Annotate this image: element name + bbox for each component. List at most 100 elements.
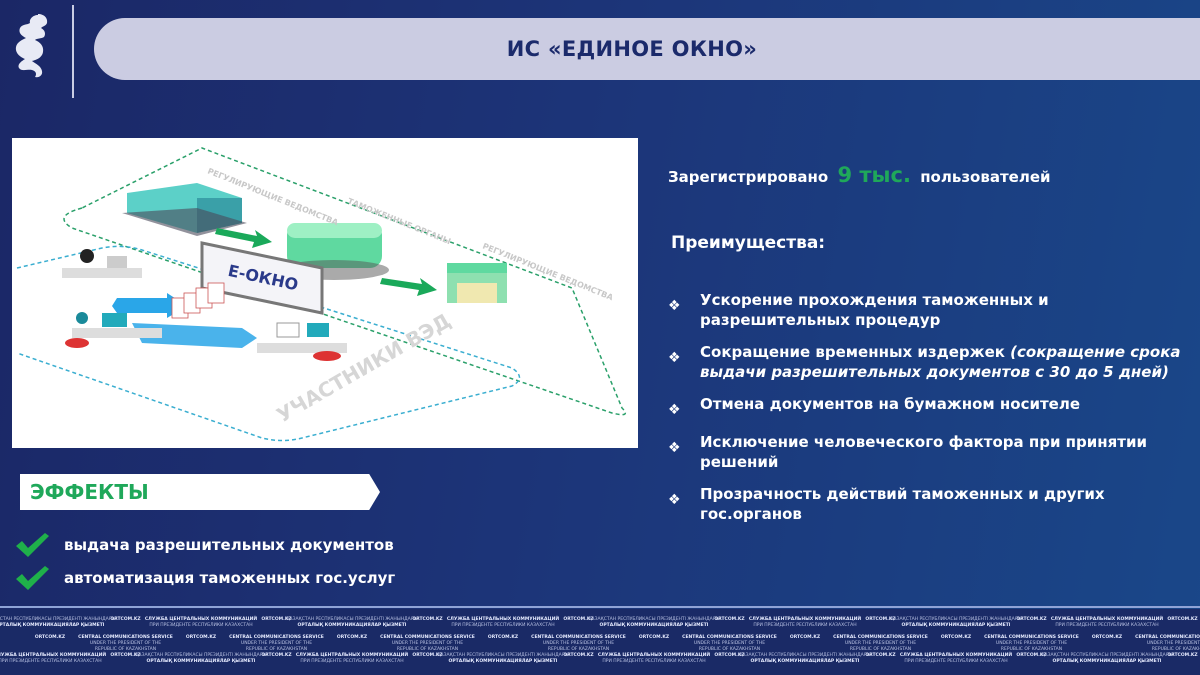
footer-text-site: ORTCOM.KZ	[412, 617, 442, 623]
footer-line: CENTRAL COMMUNICATIONS SERVICE	[833, 635, 928, 640]
participant-desk-1	[62, 249, 142, 278]
list-item: ❖Прозрачность действий таможенных и друг…	[668, 484, 1188, 524]
footer-line: ПРИ ПРЕЗИДЕНТЕ РЕСПУБЛИКИ КАЗАХСТАН	[753, 623, 857, 628]
footer-text-site: ORTCOM.KZ	[865, 617, 895, 623]
participant-desk-2	[65, 312, 162, 348]
footer-line: UNDER THE PRESIDENT OF THE	[89, 641, 162, 646]
building-regulator-2	[447, 263, 507, 303]
stat-suffix: пользователей	[920, 168, 1051, 186]
footer-line: ҚАЗАҚСТАН РЕСПУБЛИКАСЫ ПРЕЗИДЕНТІ ЖАНЫНД…	[135, 653, 267, 658]
footer-line: СЛУЖБА ЦЕНТРАЛЬНЫХ КОММУНИКАЦИЙ	[144, 617, 258, 622]
footer-line: REPUBLIC OF KAZAKHSTAN	[396, 647, 459, 652]
effects-title: ЭФФЕКТЫ	[30, 480, 149, 504]
footer-text-site: ORTCOM.KZ	[1092, 635, 1122, 641]
footer-line: ORTCOM.KZ	[110, 617, 141, 622]
footer-line: ORTCOM.KZ	[261, 653, 292, 658]
footer-line: ORTCOM.KZ	[34, 635, 66, 640]
stat-value: 9 тыс.	[837, 163, 911, 187]
footer-line: ORTCOM.KZ	[714, 617, 745, 622]
footer-line: СЛУЖБА ЦЕНТРАЛЬНЫХ КОММУНИКАЦИЙ	[597, 653, 711, 658]
footer-line: CENTRAL COMMUNICATIONS SERVICE	[682, 635, 777, 640]
footer-line: UNDER THE PRESIDENT OF THE	[693, 641, 766, 646]
item-text: Ускорение прохождения таможенных и разре…	[700, 291, 1049, 329]
footer-line: REPUBLIC OF KAZAKHSTAN	[1151, 647, 1200, 652]
footer-line: UNDER THE PRESIDENT OF THE	[240, 641, 313, 646]
footer-line: ORTCOM.KZ	[563, 653, 594, 658]
footer-text-site: ORTCOM.KZ	[714, 617, 744, 623]
footer-line: CENTRAL COMMUNICATIONS SERVICE	[531, 635, 626, 640]
footer-text-site: ORTCOM.KZ	[1167, 653, 1197, 659]
item-text: Отмена документов на бумажном носителе	[700, 395, 1080, 413]
diamond-bullet-icon: ❖	[668, 402, 681, 418]
stat-prefix: Зарегистрировано	[668, 168, 829, 186]
footer-text-site: ORTCOM.KZ	[865, 653, 895, 659]
footer-divider	[0, 606, 1200, 608]
footer-text-site: ORTCOM.KZ	[790, 635, 820, 641]
footer-line: ПРИ ПРЕЗИДЕНТЕ РЕСПУБЛИКИ КАЗАХСТАН	[904, 659, 1008, 664]
checkmark-icon	[16, 533, 49, 557]
footer-line: CENTRAL COMMUNICATIONS SERVICE	[78, 635, 173, 640]
title-bar: ИС «ЕДИНОЕ ОКНО»	[94, 18, 1200, 80]
footer-line: ORTCOM.KZ	[110, 653, 141, 658]
footer-line: ПРИ ПРЕЗИДЕНТЕ РЕСПУБЛИКИ КАЗАХСТАН	[0, 659, 102, 664]
footer-line: ORTCOM.KZ	[940, 635, 972, 640]
footer-line: ПРИ ПРЕЗИДЕНТЕ РЕСПУБЛИКИ КАЗАХСТАН	[149, 623, 253, 628]
footer-line: ORTCOM.KZ	[1167, 617, 1198, 622]
footer-line: ORTCOM.KZ	[865, 617, 896, 622]
footer-text-site: ORTCOM.KZ	[941, 635, 971, 641]
footer-line: ORTCOM.KZ	[638, 635, 670, 640]
footer-line: ORTCOM.KZ	[789, 635, 821, 640]
footer-text-site: ORTCOM.KZ	[35, 635, 65, 641]
footer-line: СЛУЖБА ЦЕНТРАЛЬНЫХ КОММУНИКАЦИЙ	[0, 653, 107, 658]
item-text-italic: (сокращение срока выдачи разрешительных …	[700, 343, 1181, 381]
building-regulator-1	[122, 183, 247, 236]
footer-text-kz: ҚАЗАҚСТАН РЕСПУБЛИКАСЫ ПРЕЗИДЕНТІ ЖАНЫНД…	[0, 617, 116, 629]
footer-line: ОРТАЛЫҚ КОММУНИКАЦИЯЛАР ҚЫЗМЕТІ	[750, 659, 860, 664]
footer-line: ОРТАЛЫҚ КОММУНИКАЦИЯЛАР ҚЫЗМЕТІ	[297, 623, 407, 628]
footer-line: ҚАЗАҚСТАН РЕСПУБЛИКАСЫ ПРЕЗИДЕНТІ ЖАНЫНД…	[286, 617, 418, 622]
footer-line: UNDER THE PRESIDENT OF THE	[844, 641, 917, 646]
footer-line: REPUBLIC OF KAZAKHSTAN	[245, 647, 308, 652]
footer-line: ҚАЗАҚСТАН РЕСПУБЛИКАСЫ ПРЕЗИДЕНТІ ЖАНЫНД…	[437, 653, 569, 658]
footer-text-site: ORTCOM.KZ	[110, 617, 140, 623]
footer-line: ОРТАЛЫҚ КОММУНИКАЦИЯЛАР ҚЫЗМЕТІ	[1052, 659, 1162, 664]
footer-line: UNDER THE PRESIDENT OF THE	[995, 641, 1068, 646]
footer-line: ҚАЗАҚСТАН РЕСПУБЛИКАСЫ ПРЕЗИДЕНТІ ЖАНЫНД…	[890, 617, 1022, 622]
footer-line: ORTCOM.KZ	[1016, 653, 1047, 658]
item-text: Исключение человеческого фактора при при…	[700, 433, 1147, 471]
effect-text: выдача разрешительных документов	[64, 536, 394, 554]
advantages-list: ❖ Ускорение прохождения таможенных и разр…	[668, 290, 1188, 536]
exchange-arrows-icon	[112, 293, 187, 318]
footer-text-kz: ҚАЗАҚСТАН РЕСПУБЛИКАСЫ ПРЕЗИДЕНТІ ЖАНЫНД…	[135, 653, 266, 665]
footer-line: REPUBLIC OF KAZAKHSTAN	[94, 647, 157, 652]
footer-text-site: ORTCOM.KZ	[563, 617, 593, 623]
footer-line: REPUBLIC OF KAZAKHSTAN	[1000, 647, 1063, 652]
item-text-main: Сокращение временных издержек	[700, 343, 1011, 361]
footer-line: ҚАЗАҚСТАН РЕСПУБЛИКАСЫ ПРЕЗИДЕНТІ ЖАНЫНД…	[588, 617, 720, 622]
arrow-icon	[380, 278, 437, 296]
footer-text-kz: ҚАЗАҚСТАН РЕСПУБЛИКАСЫ ПРЕЗИДЕНТІ ЖАНЫНД…	[437, 653, 568, 665]
footer-text-site: ORTCOM.KZ	[186, 635, 216, 641]
footer-text-kz: ҚАЗАҚСТАН РЕСПУБЛИКАСЫ ПРЕЗИДЕНТІ ЖАНЫНД…	[588, 617, 719, 629]
documents-icon	[171, 282, 225, 319]
registered-users: Зарегистрировано 9 тыс. пользователей	[668, 163, 1051, 187]
footer-line: CENTRAL COMMUNICATIONS SERVICE	[380, 635, 475, 640]
footer-line: ORTCOM.KZ	[865, 653, 896, 658]
footer-text-site: ORTCOM.KZ	[488, 635, 518, 641]
footer-text-kz: ҚАЗАҚСТАН РЕСПУБЛИКАСЫ ПРЕЗИДЕНТІ ЖАНЫНД…	[739, 653, 870, 665]
advantages-title: Преимущества:	[671, 233, 826, 253]
diamond-bullet-icon: ❖	[668, 492, 681, 508]
footer-line: ҚАЗАҚСТАН РЕСПУБЛИКАСЫ ПРЕЗИДЕНТІ ЖАНЫНД…	[0, 617, 116, 622]
regulators-zone	[63, 147, 627, 416]
footer-line: ҚАЗАҚСТАН РЕСПУБЛИКАСЫ ПРЕЗИДЕНТІ ЖАНЫНД…	[1041, 653, 1173, 658]
effect-item: автоматизация таможенных гос.услуг	[14, 565, 395, 591]
list-item: ❖Ускорение прохождения таможенных и разр…	[668, 290, 1188, 330]
footer-line: ПРИ ПРЕЗИДЕНТЕ РЕСПУБЛИКИ КАЗАХСТАН	[602, 659, 706, 664]
footer-line: ORTCOM.KZ	[563, 617, 594, 622]
footer-line: ПРИ ПРЕЗИДЕНТЕ РЕСПУБЛИКИ КАЗАХСТАН	[300, 659, 404, 664]
